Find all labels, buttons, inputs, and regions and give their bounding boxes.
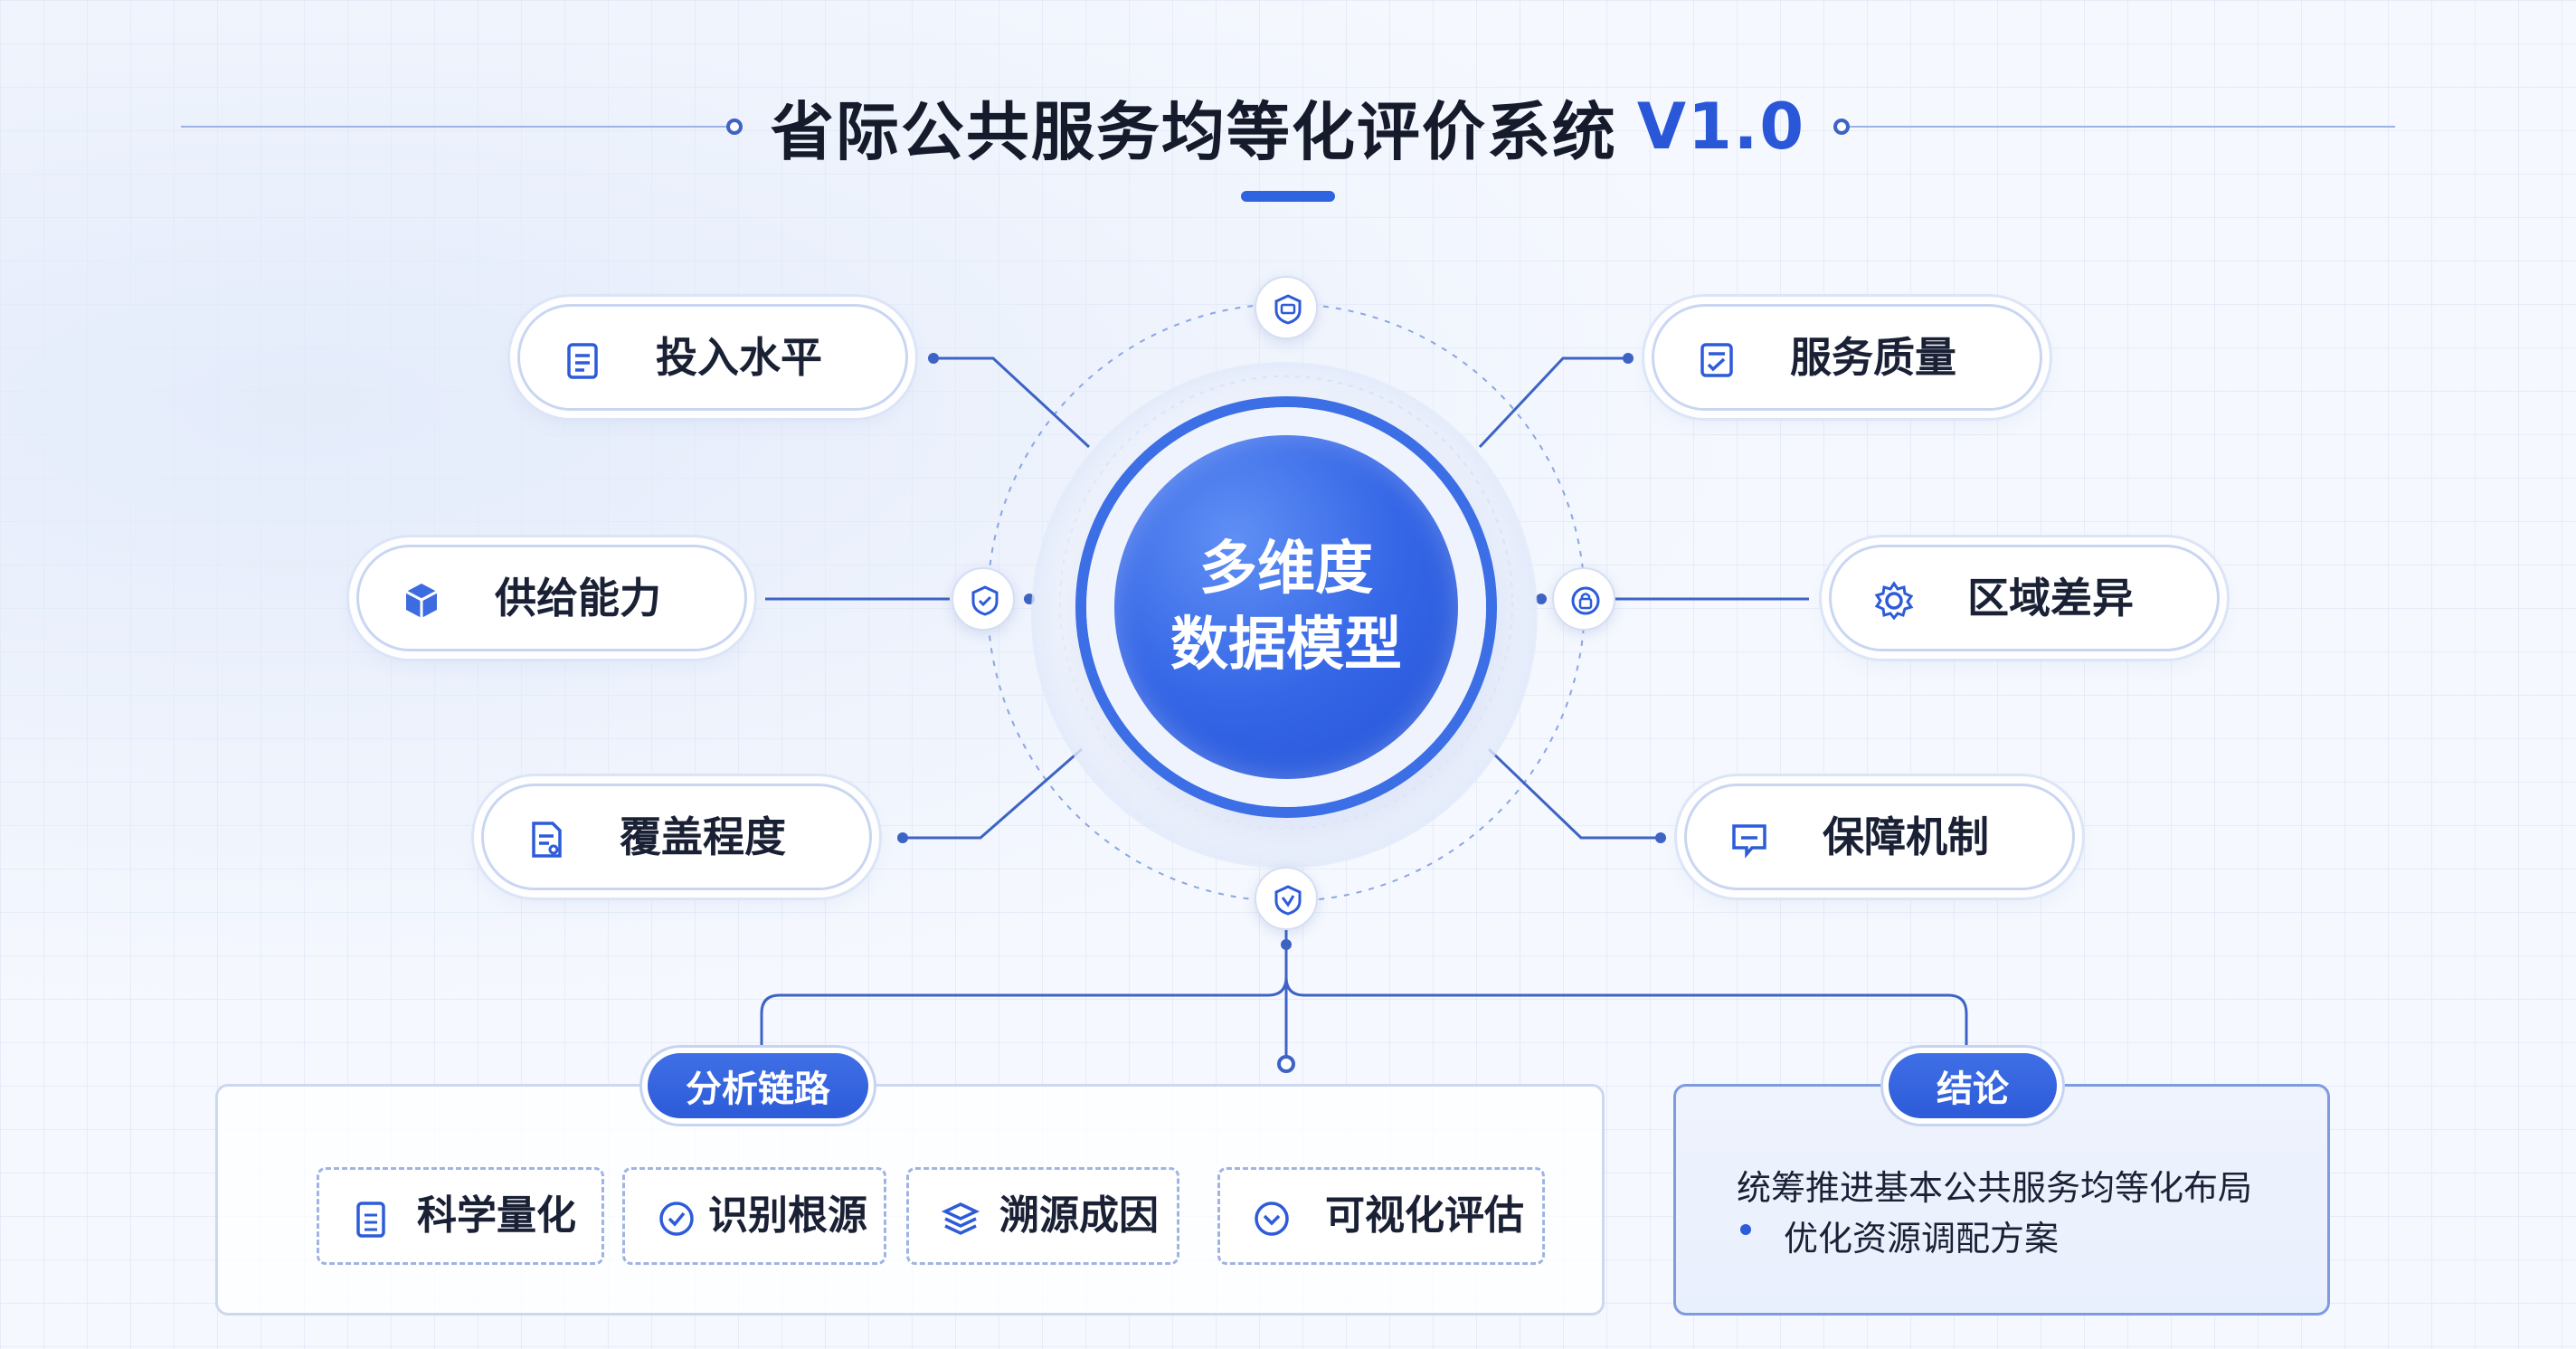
conclusion-bullet-text: 优化资源调配方案	[1784, 1219, 2060, 1259]
bullet-dot	[1740, 1224, 1751, 1235]
dimension-label: 保障机制	[1823, 812, 1989, 861]
check-circle-icon	[659, 1202, 694, 1236]
step-trace-causes[interactable]: 溯源成因	[906, 1167, 1179, 1265]
step-label: 科学量化	[417, 1192, 576, 1239]
core-circle	[1114, 435, 1458, 779]
step-visual-evaluation[interactable]: 可视化评估	[1217, 1167, 1545, 1265]
location-check-icon	[1255, 867, 1318, 930]
analysis-badge: 分析链路	[648, 1053, 868, 1118]
dimension-input-level[interactable]: 投入水平	[517, 304, 908, 411]
clipboard-icon	[567, 343, 598, 379]
step-label: 识别根源	[708, 1192, 867, 1239]
dimension-label: 服务质量	[1790, 333, 1956, 382]
step-scientific-quantification[interactable]: 科学量化	[317, 1167, 604, 1265]
checklist-icon	[1700, 343, 1733, 377]
step-label: 可视化评估	[1325, 1192, 1524, 1239]
shield-check-icon	[952, 567, 1015, 631]
title-main: 省际公共服务均等化评价系统	[770, 94, 1617, 169]
core-label: 多维度 数据模型	[1114, 435, 1458, 779]
dimension-label: 投入水平	[656, 333, 822, 382]
dimension-label: 覆盖程度	[620, 812, 786, 861]
core-line-1: 多维度	[1199, 536, 1373, 603]
layers-icon	[941, 1202, 980, 1235]
conclusion-panel	[1673, 1084, 2330, 1316]
conclusion-badge: 结论	[1889, 1053, 2057, 1118]
conclusion-main-text: 统筹推进基本公共服务均等化布局	[1737, 1168, 2253, 1208]
list-clipboard-icon	[356, 1202, 385, 1238]
dimension-service-quality[interactable]: 服务质量	[1652, 304, 2042, 411]
title-underline	[1241, 191, 1335, 202]
dimension-guarantee-mechanism[interactable]: 保障机制	[1684, 784, 2075, 890]
message-icon	[1732, 824, 1766, 859]
page-title: 省际公共服务均等化评价系统 V1.0	[0, 83, 2576, 170]
step-label: 溯源成因	[999, 1192, 1159, 1239]
document-icon	[532, 822, 562, 858]
dimension-coverage[interactable]: 覆盖程度	[481, 784, 872, 890]
gear-icon	[1874, 581, 1914, 621]
step-identify-root[interactable]: 识别根源	[622, 1167, 886, 1265]
lock-ring-icon	[1552, 567, 1615, 631]
monitor-shield-icon	[1255, 276, 1318, 339]
dimension-label: 区域差异	[1967, 574, 2134, 622]
dimension-supply-capacity[interactable]: 供给能力	[356, 545, 747, 651]
dimension-label: 供给能力	[495, 574, 661, 622]
core-line-2: 数据模型	[1170, 612, 1402, 679]
dimension-regional-difference[interactable]: 区域差异	[1829, 545, 2220, 651]
cube-icon	[405, 584, 438, 618]
chevron-circle-icon	[1255, 1202, 1289, 1236]
title-version: V1.0	[1636, 90, 1806, 164]
